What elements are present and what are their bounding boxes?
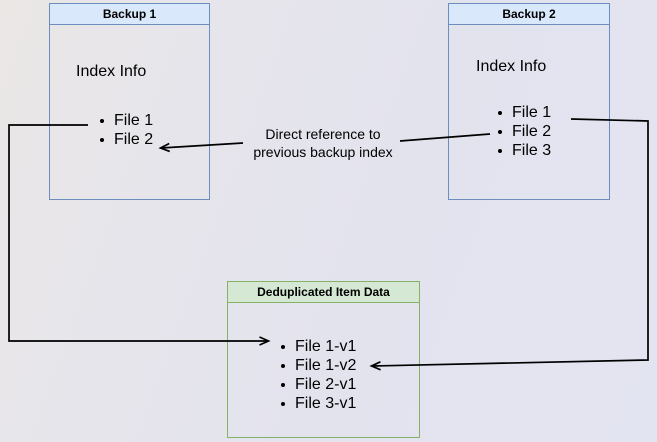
backup1-index-label: Index Info bbox=[76, 63, 147, 80]
annotation-line2: previous backup index bbox=[253, 144, 393, 160]
list-item: File 3 bbox=[498, 141, 551, 160]
list-item: File 2 bbox=[100, 130, 153, 149]
bullet-icon bbox=[281, 363, 285, 368]
list-item: File 1 bbox=[498, 103, 551, 122]
bullet-icon bbox=[281, 344, 285, 349]
backup2-title: Backup 2 bbox=[502, 7, 556, 21]
file-label: File 2 bbox=[512, 122, 552, 140]
backup1-body: Index Info File 1 File 2 bbox=[50, 25, 209, 199]
backup1-header: Backup 1 bbox=[50, 4, 209, 25]
file-label: File 3-v1 bbox=[295, 394, 357, 412]
backup2-body: Index Info File 1 File 2 File 3 bbox=[449, 25, 609, 199]
bullet-icon bbox=[498, 110, 502, 115]
backup1-file-list: File 1 File 2 bbox=[100, 111, 153, 149]
annotation-line1: Direct reference to bbox=[265, 126, 381, 142]
bullet-icon bbox=[100, 118, 104, 123]
list-item: File 3-v1 bbox=[281, 394, 356, 413]
list-item: File 2-v1 bbox=[281, 375, 356, 394]
bullet-icon bbox=[281, 382, 285, 387]
list-item: File 1-v1 bbox=[281, 337, 356, 356]
file-label: File 2 bbox=[114, 130, 154, 148]
bullet-icon bbox=[281, 401, 285, 406]
file-label: File 2-v1 bbox=[295, 375, 357, 393]
file-label: File 1-v1 bbox=[295, 337, 357, 355]
bullet-icon bbox=[100, 137, 104, 142]
backup2-header: Backup 2 bbox=[449, 4, 609, 25]
backup2-box: Backup 2 Index Info File 1 File 2 File 3 bbox=[448, 3, 610, 200]
dedup-box: Deduplicated Item Data File 1-v1 File 1-… bbox=[227, 281, 420, 438]
bullet-icon bbox=[498, 129, 502, 134]
bullet-icon bbox=[498, 148, 502, 153]
arrow-annotation: Direct reference to previous backup inde… bbox=[233, 125, 413, 161]
backup2-index-label: Index Info bbox=[476, 58, 547, 75]
file-label: File 3 bbox=[512, 141, 552, 159]
list-item: File 1 bbox=[100, 111, 153, 130]
list-item: File 1-v2 bbox=[281, 356, 356, 375]
file-label: File 1-v2 bbox=[295, 356, 357, 374]
dedup-header: Deduplicated Item Data bbox=[228, 282, 419, 303]
backup2-file-list: File 1 File 2 File 3 bbox=[498, 103, 551, 160]
file-label: File 1 bbox=[512, 103, 552, 121]
dedup-title: Deduplicated Item Data bbox=[257, 285, 390, 299]
dedup-file-list: File 1-v1 File 1-v2 File 2-v1 File 3-v1 bbox=[281, 337, 356, 413]
dedup-body: File 1-v1 File 1-v2 File 2-v1 File 3-v1 bbox=[228, 303, 419, 437]
backup1-box: Backup 1 Index Info File 1 File 2 bbox=[49, 3, 210, 200]
list-item: File 2 bbox=[498, 122, 551, 141]
backup1-title: Backup 1 bbox=[102, 7, 157, 21]
file-label: File 1 bbox=[114, 111, 154, 129]
